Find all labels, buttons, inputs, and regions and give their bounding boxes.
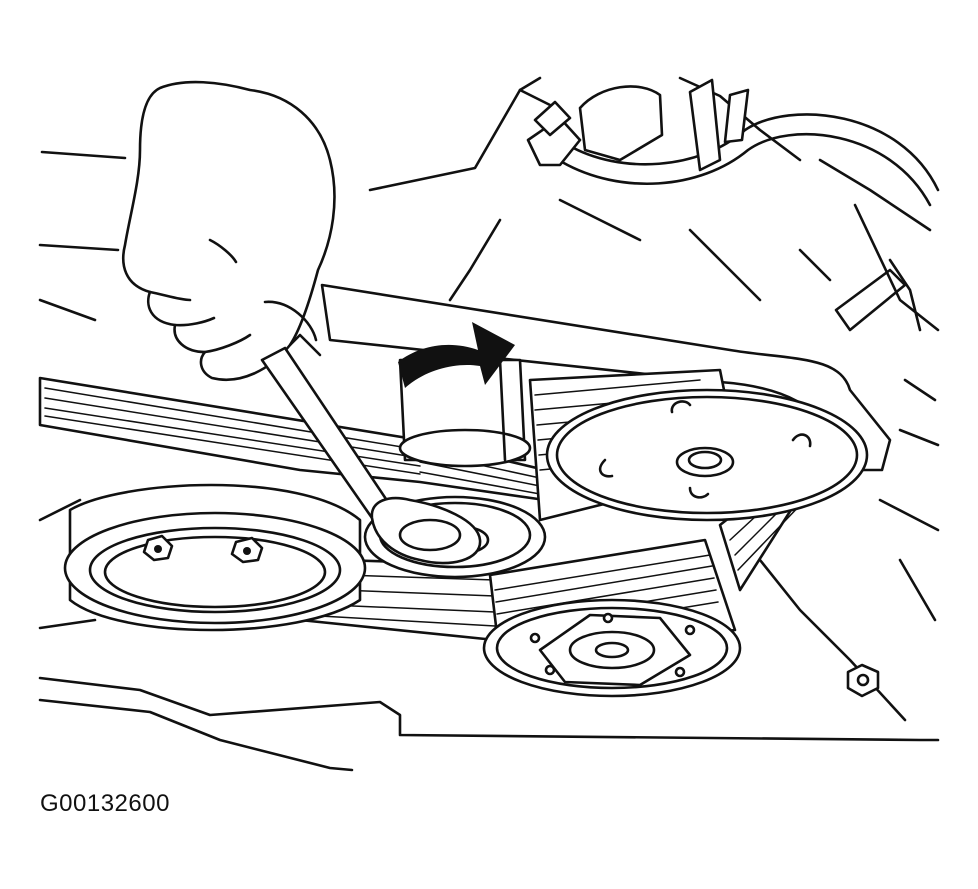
technician-hand — [121, 80, 336, 381]
wrench-tool — [260, 333, 482, 565]
curved-arrow-icon — [398, 322, 515, 388]
compressor-pulley — [482, 538, 742, 698]
figure-code: G00132600 — [40, 790, 170, 817]
crankshaft-pulley — [63, 483, 367, 632]
electrical-connector — [526, 78, 750, 172]
wire-harness — [560, 113, 940, 332]
tensioner-body — [398, 358, 532, 468]
power-steering-pulley — [528, 368, 869, 522]
mounting-bolt — [846, 663, 880, 698]
